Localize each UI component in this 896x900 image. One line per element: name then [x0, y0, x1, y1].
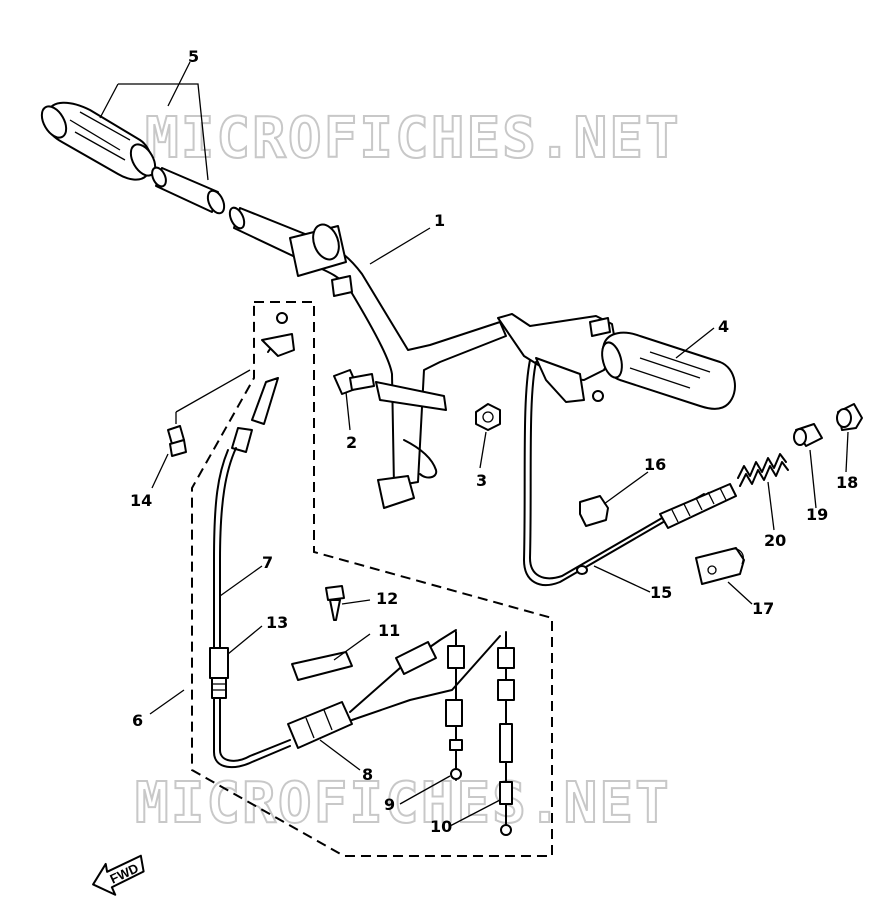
- forward-direction-arrow: FWD: [92, 854, 145, 896]
- cable-end-part-19[interactable]: [793, 423, 823, 447]
- screw-part-14[interactable]: [167, 425, 187, 457]
- cable-part-7[interactable]: [213, 312, 295, 651]
- cable-junction-part-8[interactable]: [287, 629, 501, 749]
- sleeve-part-13[interactable]: [209, 647, 229, 699]
- callout-17: 17: [752, 599, 774, 618]
- callout-9: 9: [384, 795, 395, 814]
- watermark-bottom: MICROFICHES.NET: [135, 771, 671, 836]
- callout-5: 5: [188, 47, 199, 66]
- callout-7: 7: [262, 553, 273, 572]
- pad-part-11[interactable]: [291, 651, 353, 681]
- callout-10: 10: [430, 817, 452, 836]
- throttle-grip-part[interactable]: [497, 313, 736, 410]
- leader-lines: [149, 227, 849, 827]
- left-grip-part[interactable]: [37, 101, 160, 181]
- cable-end-part-9[interactable]: [445, 631, 465, 781]
- callout-13: 13: [266, 613, 288, 632]
- callout-14: 14: [130, 491, 152, 510]
- throttle-cable-part[interactable]: [523, 359, 737, 587]
- callout-16: 16: [644, 455, 666, 474]
- cable-lower-run: [219, 697, 291, 762]
- callout-6: 6: [132, 711, 143, 730]
- fwd-label: FWD: [108, 860, 141, 886]
- cable-end-part-10[interactable]: [497, 631, 515, 836]
- callout-12: 12: [376, 589, 398, 608]
- callout-19: 19: [806, 505, 828, 524]
- handlebar-part[interactable]: [227, 205, 507, 509]
- adjuster-part-18[interactable]: [836, 403, 863, 431]
- callout-18: 18: [836, 473, 858, 492]
- bolt-part[interactable]: [333, 369, 375, 395]
- nut-part[interactable]: [475, 403, 501, 431]
- assembly-6-boundary: [191, 301, 553, 857]
- callout-5-leader: [99, 61, 209, 181]
- callout-labels: 1 2 3 4 5 6 7 8 9 10 11 12 13 14 15 16 1…: [130, 47, 858, 836]
- grip-sleeve-part[interactable]: [149, 165, 227, 215]
- bracket-part-17[interactable]: [695, 547, 745, 585]
- callout-11: 11: [378, 621, 400, 640]
- screw-part-12[interactable]: [325, 585, 345, 621]
- callout-8: 8: [362, 765, 373, 784]
- callout-3: 3: [476, 471, 487, 490]
- callout-1: 1: [434, 211, 445, 230]
- callout-2: 2: [346, 433, 357, 452]
- callout-15: 15: [650, 583, 672, 602]
- callout-20: 20: [764, 531, 786, 550]
- clip-part-16[interactable]: [579, 495, 609, 527]
- spring-part[interactable]: [737, 453, 789, 487]
- callout-4: 4: [718, 317, 729, 336]
- watermark-top: MICROFICHES.NET: [145, 106, 681, 171]
